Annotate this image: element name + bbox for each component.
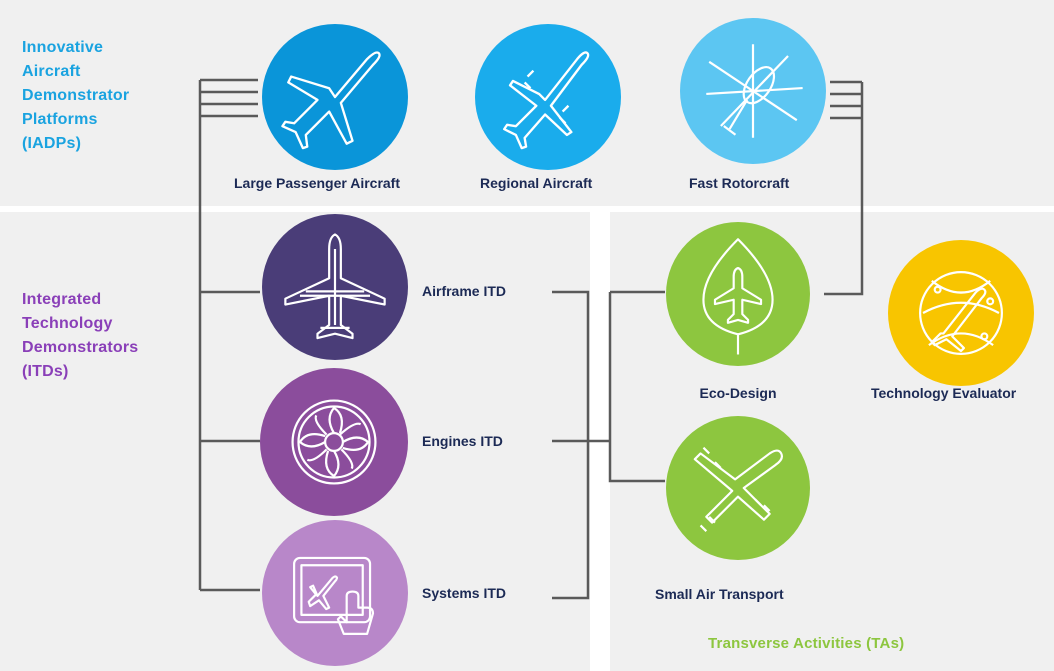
- systems-itd-label: Systems ITD: [422, 585, 507, 601]
- technology-evaluator-circle[interactable]: [888, 240, 1034, 386]
- itd-label-line: (ITDs): [22, 363, 69, 380]
- small-air-transport-circle[interactable]: [666, 416, 810, 560]
- connector-right-spine: [824, 82, 864, 296]
- airframe-itd-circle[interactable]: [262, 214, 408, 360]
- engines-itd-circle[interactable]: [260, 368, 408, 516]
- connector-airframe-out: [552, 290, 590, 600]
- eco-design-label: Eco-Design: [699, 385, 777, 401]
- systems-itd-circle[interactable]: [262, 520, 408, 666]
- iadp-section-label: Innovative Aircraft Demonstrator Platfor…: [22, 36, 129, 156]
- engines-itd-label: Engines ITD: [422, 433, 503, 449]
- iadp-label-line: Aircraft: [22, 63, 81, 80]
- leaf-plane-icon: [702, 238, 774, 355]
- airframe-plane-icon: [284, 233, 386, 340]
- tablet-touch-icon: [293, 556, 375, 635]
- itd-section-label: Integrated Technology Demonstrators (ITD…: [22, 288, 138, 384]
- regional-aircraft-label: Regional Aircraft: [480, 175, 593, 191]
- airliner-icon: [281, 51, 381, 150]
- globe-plane-icon: [919, 271, 1003, 355]
- helicopter-icon: [706, 44, 803, 138]
- large-passenger-aircraft-circle[interactable]: [262, 24, 408, 170]
- fast-rotorcraft-circle[interactable]: [680, 18, 826, 164]
- itd-label-line: Demonstrators: [22, 339, 139, 356]
- iadp-label-line: (IADPs): [22, 135, 82, 152]
- iadp-label-line: Demonstrator: [22, 87, 130, 104]
- connector-ta-spine: [608, 292, 665, 483]
- itd-label-line: Technology: [22, 315, 113, 332]
- small-air-transport-label: Small Air Transport: [655, 586, 784, 602]
- airframe-itd-label: Airframe ITD: [422, 283, 507, 299]
- eco-design-circle[interactable]: [666, 222, 810, 366]
- iadp-label-line: Platforms: [22, 111, 98, 128]
- large-passenger-aircraft-label: Large Passenger Aircraft: [234, 175, 400, 191]
- iadp-label-line: Innovative: [22, 39, 104, 56]
- regional-aircraft-circle[interactable]: [475, 24, 621, 170]
- turboprop-icon: [503, 51, 590, 150]
- itd-label-line: Integrated: [22, 291, 102, 308]
- engine-fan-icon: [291, 399, 377, 485]
- ta-section-label: Transverse Activities (TAs): [708, 635, 905, 652]
- fast-rotorcraft-label: Fast Rotorcraft: [689, 175, 790, 191]
- small-plane-icon: [693, 446, 783, 532]
- technology-evaluator-label: Technology Evaluator: [871, 385, 1017, 401]
